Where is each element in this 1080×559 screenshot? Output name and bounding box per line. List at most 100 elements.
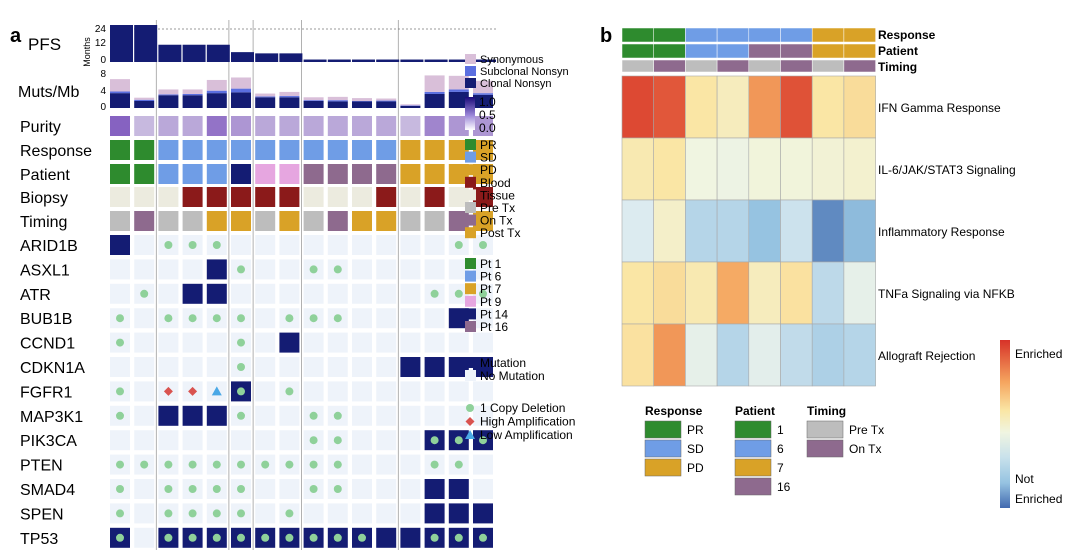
no-mutation-cell xyxy=(425,259,445,279)
mutation-cell xyxy=(449,503,469,523)
copy-deletion-marker xyxy=(213,241,221,249)
no-mutation-cell xyxy=(352,235,372,255)
heatmap-cell xyxy=(654,76,686,138)
patient-cell xyxy=(400,164,420,184)
gene-label: PIK3CA xyxy=(20,433,77,450)
patient-cell xyxy=(425,164,445,184)
legend-timing-text: On Tx xyxy=(849,442,881,456)
no-mutation-cell xyxy=(255,503,275,523)
legend-response-text: PD xyxy=(687,461,704,475)
no-mutation-cell xyxy=(400,479,420,499)
timing-cell xyxy=(231,211,251,231)
annotation-response-cell xyxy=(812,28,844,42)
heatmap-cell xyxy=(812,200,844,262)
legend-muts-swatch xyxy=(465,54,476,64)
copy-deletion-marker xyxy=(189,461,197,469)
muts-bar-synonymous xyxy=(352,98,372,101)
annotation-timing-cell xyxy=(654,60,686,72)
response-cell xyxy=(134,140,154,160)
muts-label: Muts/Mb xyxy=(18,84,79,101)
no-mutation-cell xyxy=(110,284,130,304)
annotation-timing-cell xyxy=(749,60,781,72)
copy-deletion-marker xyxy=(237,485,245,493)
heatmap-cell xyxy=(812,76,844,138)
copy-deletion-marker xyxy=(455,534,463,542)
purity-cell xyxy=(134,116,154,136)
copy-deletion-marker xyxy=(455,241,463,249)
pfs-bar xyxy=(231,52,254,62)
muts-bar-synonymous xyxy=(376,99,396,101)
copy-deletion-marker xyxy=(189,241,197,249)
copy-deletion-marker xyxy=(285,387,293,395)
no-mutation-cell xyxy=(328,284,348,304)
no-mutation-cell xyxy=(279,259,299,279)
no-mutation-cell xyxy=(255,259,275,279)
response-cell xyxy=(328,140,348,160)
muts-tick: 4 xyxy=(100,86,106,97)
annotation-timing-cell xyxy=(844,60,876,72)
legend-patient-text: Pt 16 xyxy=(480,320,508,334)
no-mutation-cell xyxy=(255,381,275,401)
heatmap-cell xyxy=(654,200,686,262)
response-cell xyxy=(110,140,130,160)
copy-deletion-marker xyxy=(285,461,293,469)
timing-cell xyxy=(158,211,178,231)
no-mutation-cell xyxy=(352,284,372,304)
patient-cell xyxy=(207,164,227,184)
response-cell xyxy=(352,140,372,160)
legend-timing-swatch xyxy=(807,421,843,438)
copy-deletion-marker xyxy=(237,412,245,420)
copy-deletion-marker xyxy=(164,509,172,517)
heatmap-cell xyxy=(844,76,876,138)
copy-deletion-marker xyxy=(431,436,439,444)
legend-patient-swatch xyxy=(735,459,771,476)
no-mutation-cell xyxy=(158,357,178,377)
pfs-unit: Months xyxy=(82,37,92,67)
muts-bar-subclonal xyxy=(328,100,348,101)
legend-purity-text: 0.5 xyxy=(479,108,496,122)
patient-cell xyxy=(304,164,324,184)
copy-deletion-marker xyxy=(310,265,318,273)
legend-timing-title: Timing xyxy=(807,404,846,418)
legend-cnv-text: High Amplification xyxy=(480,415,575,429)
no-mutation-cell xyxy=(425,381,445,401)
muts-bar-synonymous xyxy=(134,98,154,100)
no-mutation-cell xyxy=(328,381,348,401)
annotation-patient-cell xyxy=(844,44,876,58)
mutation-cell xyxy=(207,406,227,426)
no-mutation-cell xyxy=(400,284,420,304)
legend-response-swatch xyxy=(645,459,681,476)
pfs-bar xyxy=(328,60,351,62)
heatmap-cell xyxy=(717,262,749,324)
no-mutation-cell xyxy=(328,235,348,255)
patient-cell xyxy=(279,164,299,184)
biopsy-cell xyxy=(328,187,348,207)
heatmap-cell xyxy=(844,200,876,262)
legend-patient-swatch xyxy=(735,440,771,457)
copy-deletion-marker xyxy=(310,485,318,493)
copy-deletion-marker xyxy=(285,314,293,322)
mutation-cell xyxy=(449,479,469,499)
purity-colorbar xyxy=(465,97,475,130)
gene-label: SMAD4 xyxy=(20,482,75,499)
biopsy-cell xyxy=(352,187,372,207)
purity-cell xyxy=(255,116,275,136)
legend-patient-swatch xyxy=(735,478,771,495)
no-mutation-cell xyxy=(255,406,275,426)
muts-bar-clonal xyxy=(255,97,275,108)
purity-track-label: Purity xyxy=(20,119,61,136)
no-mutation-cell xyxy=(255,479,275,499)
gene-label: BUB1B xyxy=(20,311,72,328)
copy-deletion-marker xyxy=(237,387,245,395)
annotation-response-cell xyxy=(844,28,876,42)
response-cell xyxy=(425,140,445,160)
muts-bar-clonal xyxy=(207,93,227,108)
heatmap-cell xyxy=(812,138,844,200)
pfs-bar xyxy=(110,25,133,62)
legend-muts-swatch xyxy=(465,78,476,88)
heatmap-cell xyxy=(685,262,717,324)
mutation-cell xyxy=(183,406,203,426)
heatmap-cell xyxy=(844,138,876,200)
response-cell xyxy=(183,140,203,160)
legend-patient-title: Patient xyxy=(735,404,775,418)
